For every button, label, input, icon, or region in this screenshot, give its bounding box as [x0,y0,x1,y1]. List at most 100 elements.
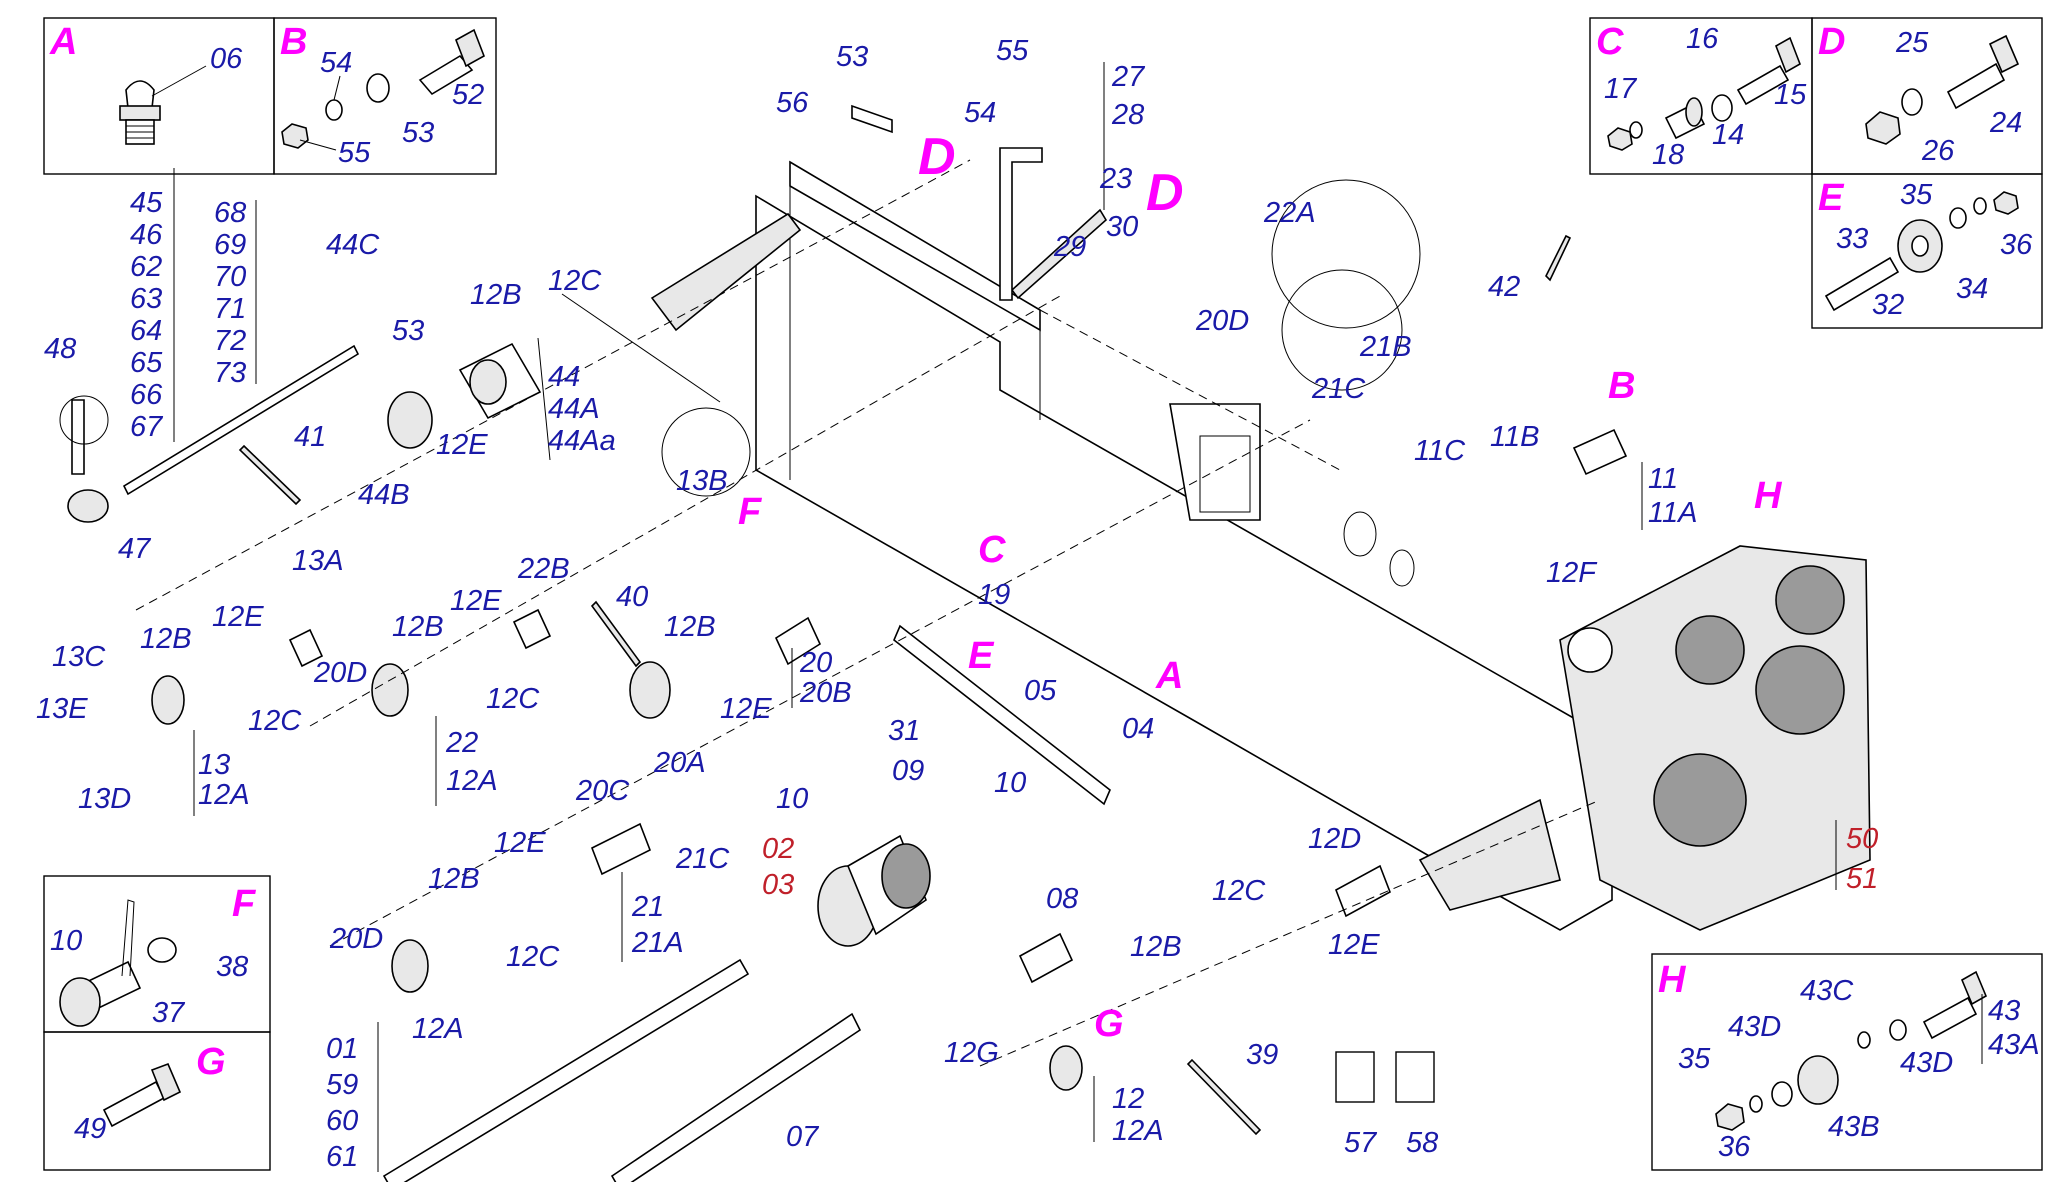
group-label-flange-11: 11 11A [1648,463,1697,529]
svg-text:20B: 20B [799,677,852,709]
callout: 12D [1308,823,1361,855]
bearing-44-part [458,342,542,420]
inset-box-f: F 10 38 37 [43,875,271,1033]
callout: 04 [1122,713,1154,745]
inset-letter-g: G [196,1041,226,1083]
callout: 12C [1212,875,1266,907]
callout: 07 [786,1121,820,1153]
group-label-shaft-01: 01 59 60 61 [326,1033,358,1173]
callout: 21B [1359,331,1412,363]
square-tube-part [1169,403,1261,521]
label-43c: 43C [1800,975,1854,1007]
chain-40-part [590,600,642,668]
callout: 13B [676,465,728,497]
callout: 55 [996,35,1029,67]
callout: 39 [1246,1039,1278,1071]
main-frame [650,160,1613,931]
group-label-sprocket-20: 20 20B [799,647,852,709]
callout: 12E [720,693,772,725]
spacer-13a-part [288,628,324,668]
washer-54-part [325,99,343,121]
svg-text:12A: 12A [1112,1115,1164,1147]
callout: 31 [888,715,920,747]
label-36b: 36 [1718,1131,1751,1163]
label-37: 37 [152,997,186,1029]
svg-text:11: 11 [1648,463,1678,495]
letter-ref-e: E [968,635,995,677]
callout: 12B [140,623,192,655]
bolt-43-part [1922,996,1978,1040]
callout: 53 [392,315,424,347]
spacer-22b-part [512,608,552,650]
callout: 12C [486,683,540,715]
group-label-spacer-21: 21 21A [631,891,684,959]
svg-text:51: 51 [1846,863,1878,895]
washer-38-part [147,937,177,963]
svg-text:12A: 12A [446,765,498,797]
callout: 12E [494,827,546,859]
washer-16-part [1711,94,1733,122]
callout: 29 [1053,231,1086,263]
inset-letter-h: H [1658,959,1687,1001]
callout: 20C [575,775,630,807]
bolt-33-part [1824,256,1900,312]
callout: 23 [1099,163,1132,195]
nut-36-part [1993,191,2019,215]
group-label-shaft-68: 68 69 70 71 72 73 [214,197,246,389]
svg-text:65: 65 [130,347,163,379]
callout: 09 [892,755,924,787]
inset-letter-c: C [1596,21,1624,63]
svg-text:20: 20 [799,647,832,679]
label-43d-a: 43D [1728,1011,1781,1043]
letter-ref-d2: D [1146,164,1184,222]
spring-29-part [1010,208,1108,300]
shaft-07-part [610,1012,862,1182]
svg-text:71: 71 [214,293,246,325]
callout: 12B [664,611,716,643]
inset-box-d: D 25 24 26 [1811,17,2043,175]
callout: 12B [392,611,444,643]
shaft-01-part [382,958,750,1182]
svg-text:72: 72 [214,325,246,357]
svg-text:50: 50 [1846,823,1878,855]
label-14: 14 [1712,119,1744,151]
bolt-24-part [1946,62,2006,110]
label-32: 32 [1872,289,1904,321]
group-label-bearing-44: 44 44A 44Aa [548,361,616,457]
nut-26-part [1865,111,1901,145]
label-43d-b: 43D [1900,1047,1953,1079]
sprocket-22-part [371,663,409,717]
shaft-45-part [122,344,360,496]
callout: 21C [1311,373,1366,405]
flange-11-part [1572,428,1628,476]
label-16: 16 [1686,23,1719,55]
group-label-shaft-45: 45 46 62 63 64 65 66 67 [130,187,164,443]
label-38: 38 [216,951,248,983]
callout: 44C [326,229,380,261]
callout: 12G [944,1037,999,1069]
callout: 20D [329,923,383,955]
svg-text:59: 59 [326,1069,358,1101]
callout: 12E [1328,929,1380,961]
label-53: 53 [402,117,434,149]
bolt-49-part [102,1080,166,1128]
callout: 13E [36,693,88,725]
callout: 08 [1046,883,1078,915]
washer-53-part [366,73,390,103]
washer-34-part [1949,207,1967,229]
clutch-02-part [817,834,931,947]
svg-text:21: 21 [631,891,664,923]
sprocket-43b-part [1797,1055,1839,1105]
label-54: 54 [320,47,352,79]
svg-text:63: 63 [130,283,162,315]
letter-ref-c: C [978,529,1006,571]
label-34: 34 [1956,273,1988,305]
svg-text:11A: 11A [1648,497,1697,529]
callout: 44B [358,479,410,511]
svg-text:03: 03 [762,869,794,901]
callout: 58 [1406,1127,1438,1159]
label-18: 18 [1652,139,1684,171]
label-55: 55 [338,137,371,169]
arm-08-part [1018,932,1074,984]
group-label-sprocket-13: 13 12A [198,749,250,811]
